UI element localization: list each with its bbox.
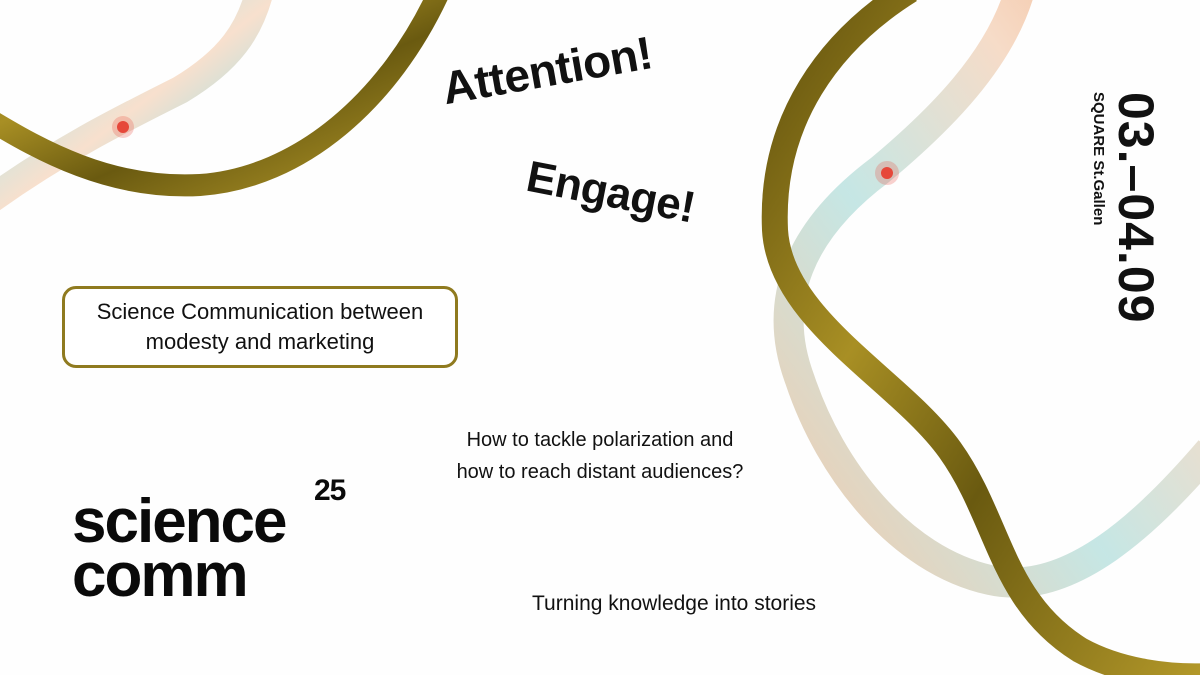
logo-word-comm: comm	[72, 541, 249, 610]
ribbon-dot-red-2	[881, 167, 893, 179]
question-line-2: how to reach distant audiences?	[456, 461, 744, 483]
event-dates: 03.–04.09	[1108, 92, 1164, 324]
tagline: Turning knowledge into stories	[532, 592, 817, 615]
event-venue: SQUARE St.Gallen	[1090, 92, 1107, 226]
ribbon-gold-right	[761, 0, 1200, 675]
ribbon-dot-red-2-halo	[875, 161, 899, 185]
topic-box: Science Communication between modesty an…	[62, 286, 458, 368]
ribbon-pastel-right	[773, 0, 1200, 598]
logo-word-science: science	[72, 487, 288, 556]
sciencecomm-logo: science comm 25	[72, 474, 372, 614]
question-text: How to tackle polarization and how to re…	[420, 424, 780, 488]
ribbon-gold-topleft	[0, 0, 448, 197]
ribbon-dot-red-1	[117, 121, 129, 133]
logo-year-superscript: 25	[314, 474, 346, 507]
event-date-block: 03.–04.09 SQUARE St.Gallen	[1088, 92, 1168, 352]
ribbon-dot-red-1-halo	[112, 116, 134, 138]
question-line-1: How to tackle polarization and	[466, 429, 734, 451]
topic-text: Science Communication between modesty an…	[96, 299, 424, 354]
